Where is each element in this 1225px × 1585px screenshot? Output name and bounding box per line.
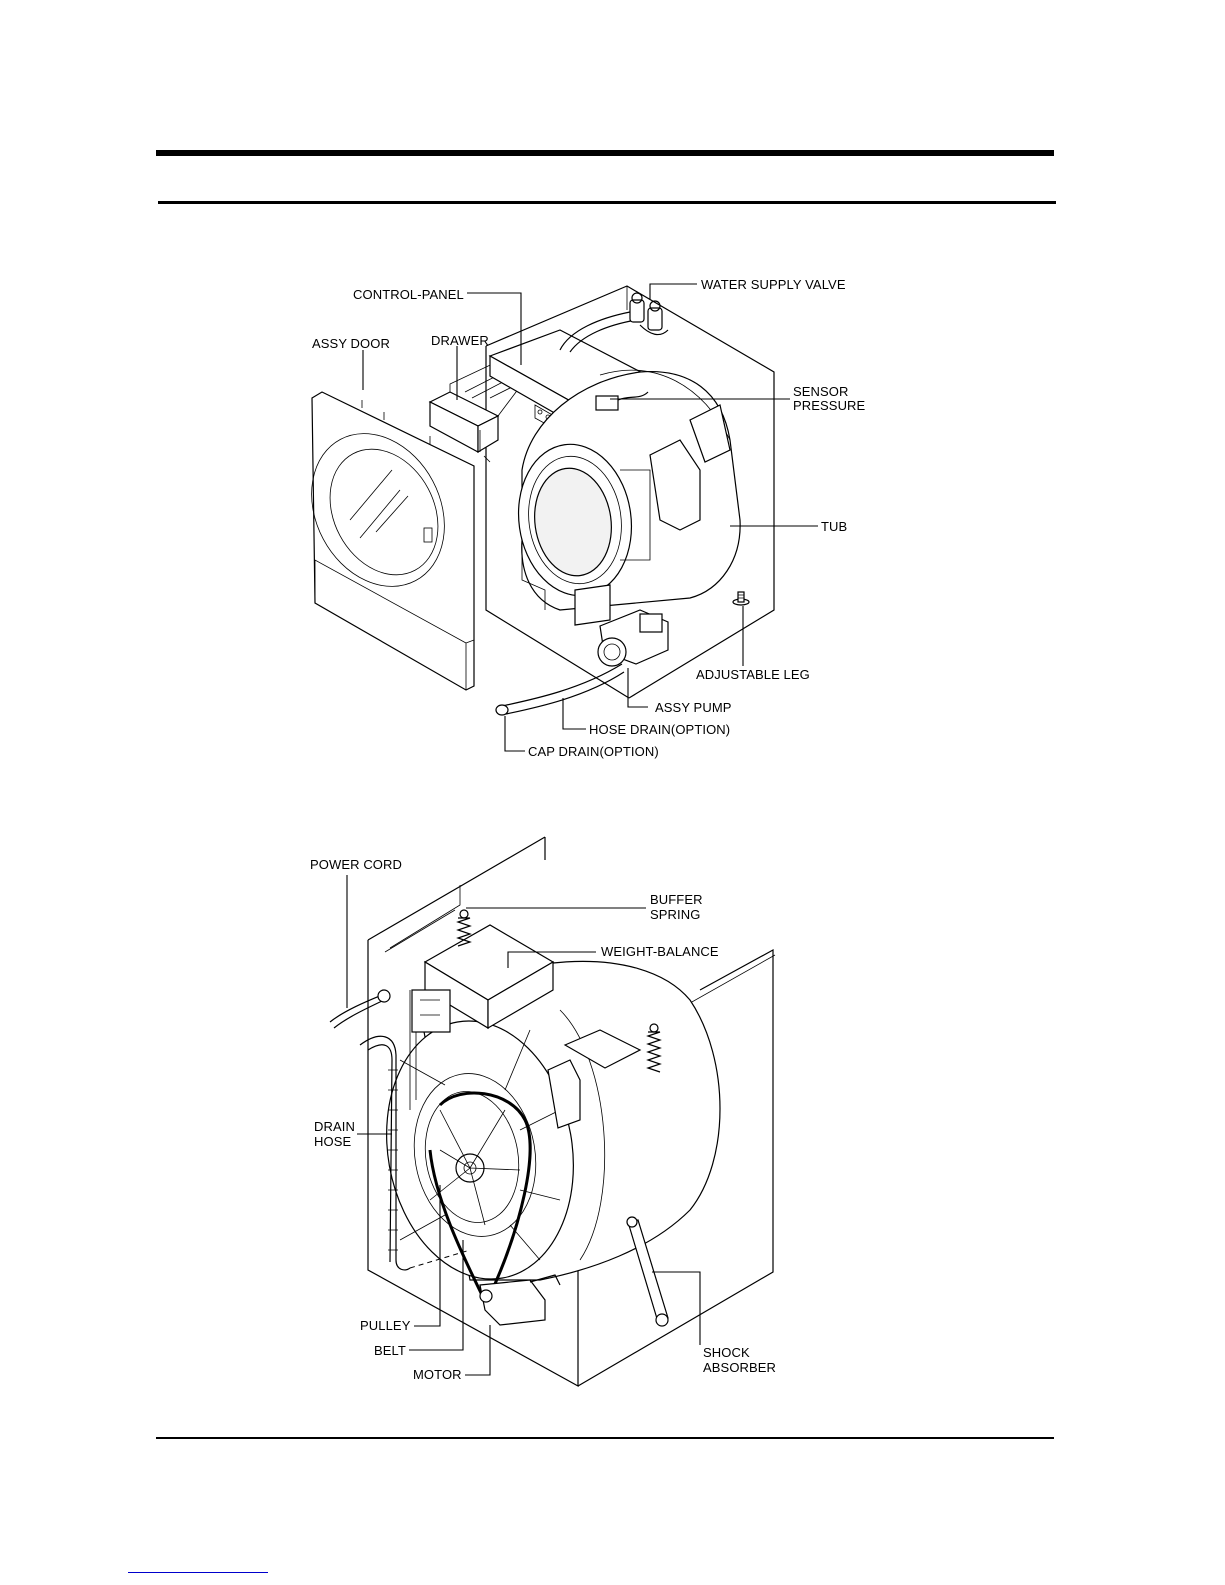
drain-hose-rear-part — [360, 1036, 470, 1270]
shock-absorber-part — [627, 1217, 668, 1326]
footer-link-underline — [128, 1572, 268, 1573]
door-panel — [286, 392, 474, 690]
rear-tub-part — [367, 961, 720, 1294]
motor-part — [480, 1275, 560, 1325]
sensor-pressure-label-line2: PRESSURE — [793, 398, 865, 413]
drawer-label: DRAWER — [431, 333, 489, 348]
power-cord-part — [330, 990, 390, 1028]
belt-label: BELT — [374, 1343, 406, 1358]
weight-balance-part — [410, 925, 553, 1110]
tub-label: TUB — [821, 519, 847, 534]
buffer-spring-part — [458, 910, 660, 1072]
assy-door-label: ASSY DOOR — [312, 336, 390, 351]
rear-cabinet-outline — [368, 837, 775, 1386]
shock-absorber-label-line1: SHOCK — [703, 1345, 750, 1360]
buffer-spring-label-line1: BUFFER — [650, 892, 703, 907]
water-supply-valve-label: WATER SUPPLY VALVE — [701, 277, 846, 292]
assy-pump-label: ASSY PUMP — [655, 700, 732, 715]
pulley-label: PULLEY — [360, 1318, 410, 1333]
exploded-view-diagram — [0, 0, 1225, 800]
cap-drain-label: CAP DRAIN(OPTION) — [528, 744, 659, 759]
sensor-pressure-label-line1: SENSOR — [793, 384, 849, 399]
shock-absorber-label-line2: ABSORBER — [703, 1360, 776, 1375]
hose-drain-label: HOSE DRAIN(OPTION) — [589, 722, 730, 737]
motor-label: MOTOR — [413, 1367, 462, 1382]
tub-part — [509, 370, 740, 625]
adjustable-leg-part — [733, 592, 749, 605]
adjustable-leg-label: ADJUSTABLE LEG — [696, 667, 810, 682]
rear-brackets — [548, 1030, 640, 1128]
power-cord-label: POWER CORD — [310, 857, 402, 872]
belt-part — [430, 1093, 530, 1295]
drain-hose-label-line2: HOSE — [314, 1134, 351, 1149]
drain-hose-label-line1: DRAIN — [314, 1119, 355, 1134]
control-panel-label: CONTROL-PANEL — [353, 287, 464, 302]
weight-balance-label: WEIGHT-BALANCE — [601, 944, 719, 959]
buffer-spring-label-line2: SPRING — [650, 907, 700, 922]
footer-rule — [156, 1437, 1054, 1439]
drain-hose-part — [496, 664, 624, 715]
